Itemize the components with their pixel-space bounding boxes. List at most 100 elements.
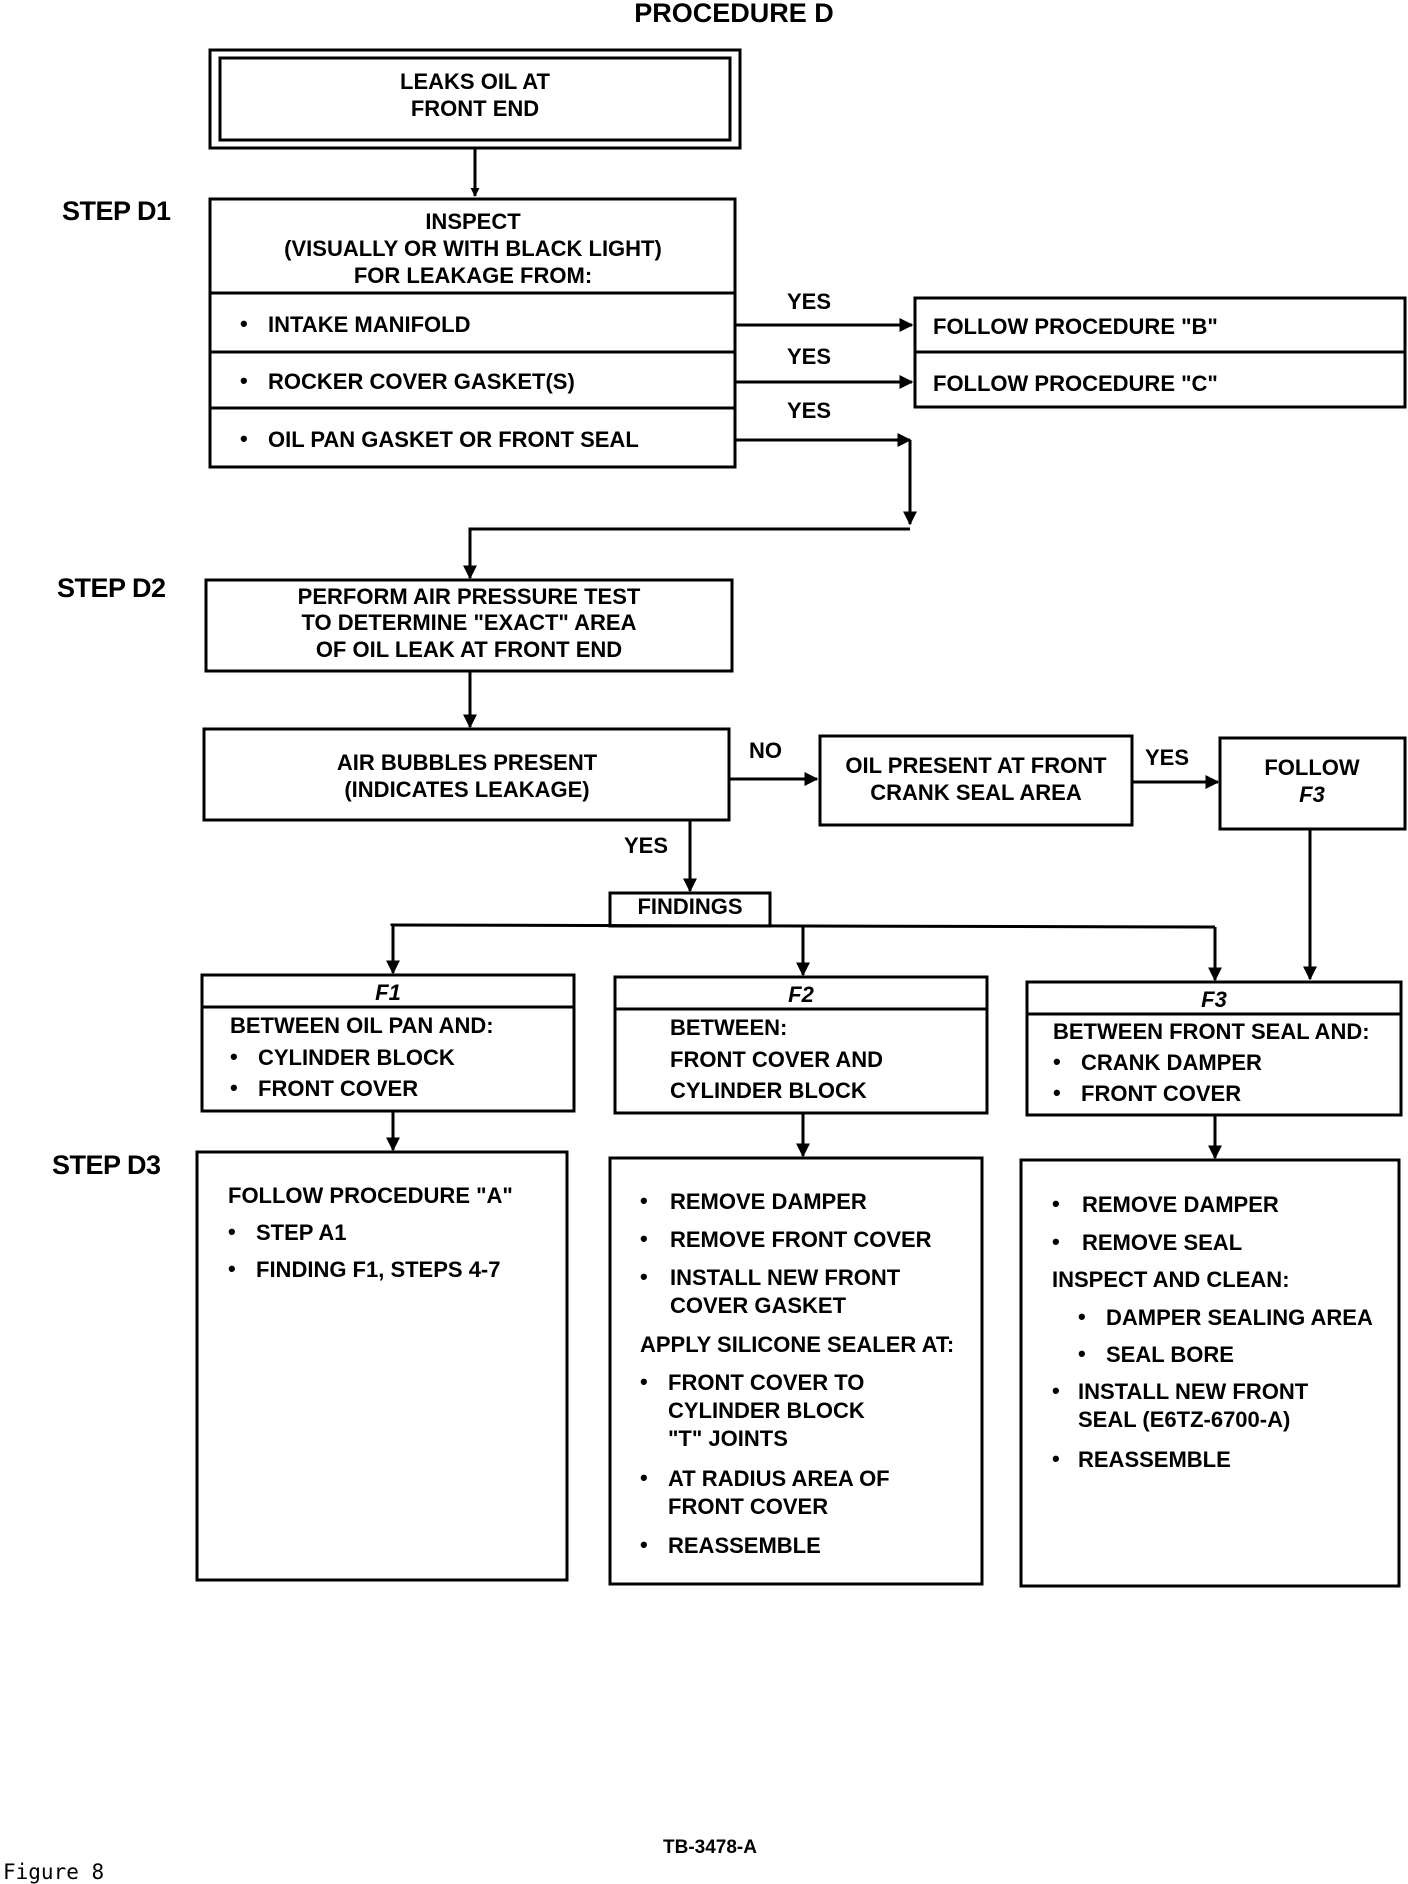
f1-title: F1 [375, 980, 401, 1005]
air-bubbles-box: AIR BUBBLES PRESENT (INDICATES LEAKAGE) [202, 727, 731, 822]
svg-text:•: • [640, 1532, 648, 1557]
f2-title: F2 [788, 982, 814, 1007]
svg-text:•: • [1078, 1304, 1086, 1329]
footer-code: TB-3478-A [663, 1837, 757, 1858]
svg-text:•: • [240, 311, 248, 336]
svg-text:•: • [228, 1256, 236, 1281]
d3-f2-remove-front-cover: REMOVE FRONT COVER [670, 1227, 932, 1252]
d3-f2-reassemble: REASSEMBLE [668, 1533, 821, 1558]
svg-text:•: • [1052, 1191, 1060, 1216]
start-box-line-1: LEAKS OIL AT [400, 69, 550, 94]
step-d1-label: STEP D1 [62, 196, 171, 226]
svg-text:•: • [230, 1075, 238, 1100]
inspect-box: INSPECT (VISUALLY OR WITH BLACK LIGHT) F… [208, 197, 737, 469]
step-d2-label: STEP D2 [57, 573, 166, 603]
svg-text:•: • [640, 1188, 648, 1213]
svg-text:•: • [1053, 1080, 1061, 1105]
svg-text:•: • [1078, 1341, 1086, 1366]
f3-title: F3 [1201, 987, 1227, 1012]
svg-text:•: • [240, 368, 248, 393]
follow-procedure-c-box: FOLLOW PROCEDURE "C" [913, 350, 1407, 409]
d3-f2-sealer-2: CYLINDER BLOCK [668, 1398, 865, 1423]
air-pressure-test-box: PERFORM AIR PRESSURE TEST TO DETERMINE "… [204, 578, 734, 673]
bubbles-line-2: (INDICATES LEAKAGE) [344, 777, 589, 802]
follow-f3-line-1: FOLLOW [1264, 755, 1360, 780]
d3-f3-install-1: INSTALL NEW FRONT [1078, 1379, 1309, 1404]
start-box: LEAKS OIL AT FRONT END [208, 48, 742, 150]
air-test-line-3: OF OIL LEAK AT FRONT END [316, 637, 622, 662]
svg-text:•: • [640, 1465, 648, 1490]
findings-branch-line [390, 923, 1216, 929]
d3-f3-subhead: INSPECT AND CLEAN: [1052, 1267, 1290, 1292]
svg-text:•: • [640, 1264, 648, 1289]
d3-f3-install-2: SEAL (E6TZ-6700-A) [1078, 1407, 1290, 1432]
f1-bullet-2: FRONT COVER [258, 1076, 418, 1101]
d3-f3-sub-1: DAMPER SEALING AREA [1106, 1305, 1373, 1330]
d3-f2-sealer-3: "T" JOINTS [668, 1426, 788, 1451]
bubbles-line-1: AIR BUBBLES PRESENT [337, 750, 598, 775]
svg-text:•: • [228, 1219, 236, 1244]
air-test-line-2: TO DETERMINE "EXACT" AREA [302, 610, 637, 635]
findings-box: FINDINGS [608, 891, 772, 928]
follow-procedure-b-text: FOLLOW PROCEDURE "B" [933, 314, 1218, 339]
svg-text:•: • [240, 426, 248, 451]
finding-f2-box: F2 BETWEEN: FRONT COVER AND CYLINDER BLO… [613, 975, 989, 1115]
d3-f3-remove-seal: REMOVE SEAL [1082, 1230, 1242, 1255]
no-label: NO [749, 738, 782, 763]
f3-line-1: BETWEEN FRONT SEAL AND: [1053, 1019, 1370, 1044]
svg-text:•: • [1052, 1229, 1060, 1254]
d3-f3-box: • REMOVE DAMPER • REMOVE SEAL INSPECT AN… [1019, 1158, 1401, 1588]
inspect-item-intake-manifold: INTAKE MANIFOLD [268, 312, 470, 337]
d3-f2-install-gasket-2: COVER GASKET [670, 1293, 847, 1318]
d3-f2-radius-1: AT RADIUS AREA OF [668, 1466, 890, 1491]
d3-f3-reassemble: REASSEMBLE [1078, 1447, 1231, 1472]
finding-f1-box: F1 BETWEEN OIL PAN AND: • CYLINDER BLOCK… [200, 973, 576, 1113]
oil-present-box: OIL PRESENT AT FRONT CRANK SEAL AREA [818, 734, 1134, 827]
yes-label-oil-present: YES [1145, 745, 1189, 770]
oil-present-line-2: CRANK SEAL AREA [870, 780, 1082, 805]
follow-procedure-b-box: FOLLOW PROCEDURE "B" [913, 296, 1407, 354]
d3-f2-box: • REMOVE DAMPER • REMOVE FRONT COVER • I… [608, 1156, 984, 1586]
yes-label-rocker: YES [787, 344, 831, 369]
findings-label: FINDINGS [637, 894, 742, 919]
connector-return-to-d2 [463, 527, 910, 580]
figure-label: Figure 8 [3, 1860, 104, 1884]
f1-bullet-1: CYLINDER BLOCK [258, 1045, 455, 1070]
d3-f1-line: FOLLOW PROCEDURE "A" [228, 1183, 513, 1208]
d3-f2-sealer-1: FRONT COVER TO [668, 1370, 864, 1395]
air-test-line-1: PERFORM AIR PRESSURE TEST [298, 584, 641, 609]
inspect-line-2: (VISUALLY OR WITH BLACK LIGHT) [284, 236, 662, 261]
svg-text:•: • [1052, 1446, 1060, 1471]
f3-bullet-1: CRANK DAMPER [1081, 1050, 1262, 1075]
svg-text:•: • [1053, 1049, 1061, 1074]
follow-f3-box: FOLLOW F3 [1218, 736, 1407, 831]
yes-label-oil-pan: YES [787, 398, 831, 423]
follow-procedure-c-text: FOLLOW PROCEDURE "C" [933, 371, 1218, 396]
inspect-item-oil-pan-front-seal: OIL PAN GASKET OR FRONT SEAL [268, 427, 639, 452]
d3-f2-radius-2: FRONT COVER [668, 1494, 828, 1519]
inspect-line-1: INSPECT [425, 209, 521, 234]
svg-text:•: • [640, 1226, 648, 1251]
d3-f3-remove-damper: REMOVE DAMPER [1082, 1192, 1279, 1217]
yes-label-intake: YES [787, 289, 831, 314]
start-box-line-2: FRONT END [411, 96, 539, 121]
d3-f2-install-gasket-1: INSTALL NEW FRONT [670, 1265, 901, 1290]
inspect-item-rocker-cover: ROCKER COVER GASKET(S) [268, 369, 575, 394]
f1-line-1: BETWEEN OIL PAN AND: [230, 1013, 494, 1038]
svg-text:•: • [230, 1044, 238, 1069]
f3-bullet-2: FRONT COVER [1081, 1081, 1241, 1106]
oil-present-line-1: OIL PRESENT AT FRONT [845, 753, 1107, 778]
d3-f1-bullet-2: FINDING F1, STEPS 4-7 [256, 1257, 501, 1282]
d3-f1-bullet-1: STEP A1 [256, 1220, 346, 1245]
d3-f1-box: FOLLOW PROCEDURE "A" • STEP A1 • FINDING… [195, 1150, 569, 1582]
svg-text:•: • [640, 1369, 648, 1394]
svg-text:•: • [1052, 1378, 1060, 1403]
finding-f3-box: F3 BETWEEN FRONT SEAL AND: • CRANK DAMPE… [1025, 980, 1403, 1117]
d3-f2-remove-damper: REMOVE DAMPER [670, 1189, 867, 1214]
f2-line-3: CYLINDER BLOCK [670, 1078, 867, 1103]
f2-line-1: BETWEEN: [670, 1015, 787, 1040]
d3-f3-sub-2: SEAL BORE [1106, 1342, 1234, 1367]
f2-line-2: FRONT COVER AND [670, 1047, 883, 1072]
yes-label-bubbles: YES [624, 833, 668, 858]
